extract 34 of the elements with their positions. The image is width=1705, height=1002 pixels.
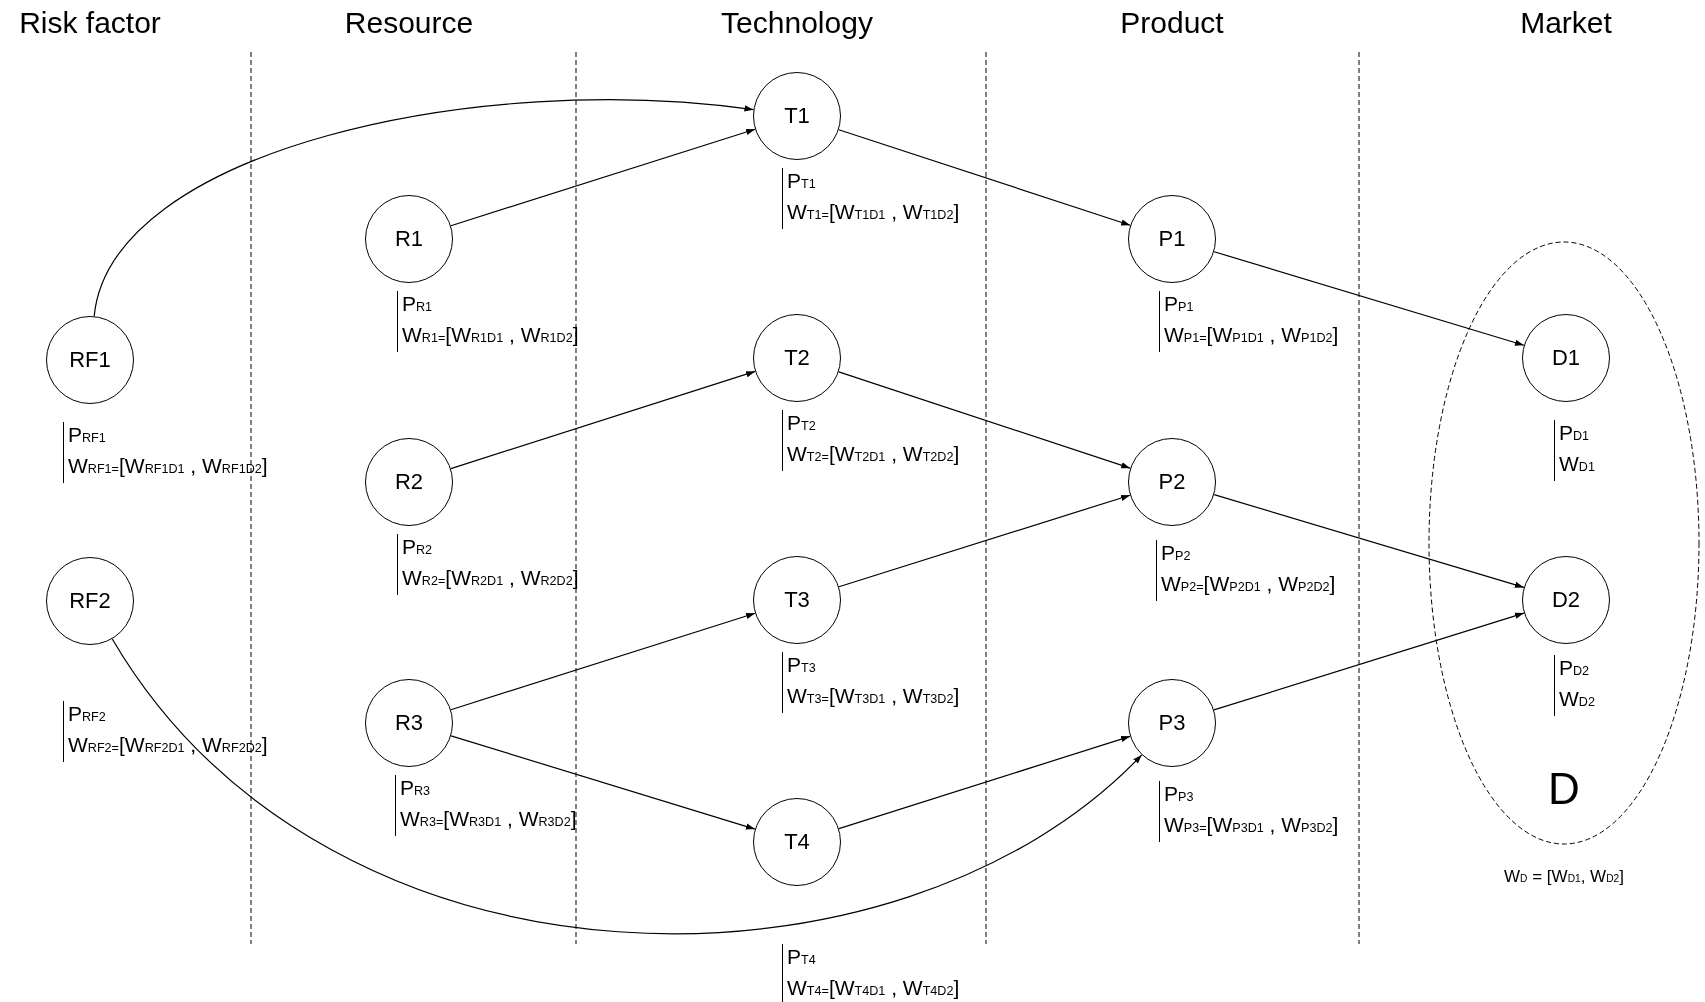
arrow xyxy=(838,129,1131,226)
column-heading: Technology xyxy=(721,6,873,40)
column-heading: Market xyxy=(1520,6,1612,40)
column-heading: Product xyxy=(1120,6,1224,40)
dashed-ellipse-group xyxy=(1428,241,1700,845)
arrow xyxy=(450,128,756,227)
arrow xyxy=(450,370,756,470)
arrow xyxy=(1213,494,1525,588)
node-circle: D1 xyxy=(1522,314,1610,402)
node-circle: R1 xyxy=(365,195,453,283)
node-circle: RF1 xyxy=(46,316,134,404)
arrow xyxy=(1213,612,1525,711)
arrow xyxy=(838,735,1131,830)
arrow xyxy=(93,99,755,317)
column-heading: Risk factor xyxy=(19,6,161,40)
group-label: D xyxy=(1548,767,1580,811)
arrow xyxy=(450,612,756,711)
arrow xyxy=(450,735,756,830)
node-circle: R3 xyxy=(365,679,453,767)
node-circle: T4 xyxy=(753,798,841,886)
node-circle: T1 xyxy=(753,72,841,160)
arrow xyxy=(838,494,1131,588)
node-circle: D2 xyxy=(1522,556,1610,644)
node-circle: P3 xyxy=(1128,679,1216,767)
node-circle: T2 xyxy=(753,314,841,402)
arrow xyxy=(1213,251,1525,346)
node-circle: P2 xyxy=(1128,438,1216,526)
arrow xyxy=(111,638,1143,934)
node-circle: RF2 xyxy=(46,557,134,645)
column-heading: Resource xyxy=(344,6,474,40)
node-circle: R2 xyxy=(365,438,453,526)
node-circle: P1 xyxy=(1128,195,1216,283)
arrow xyxy=(838,371,1131,469)
node-circle: T3 xyxy=(753,556,841,644)
